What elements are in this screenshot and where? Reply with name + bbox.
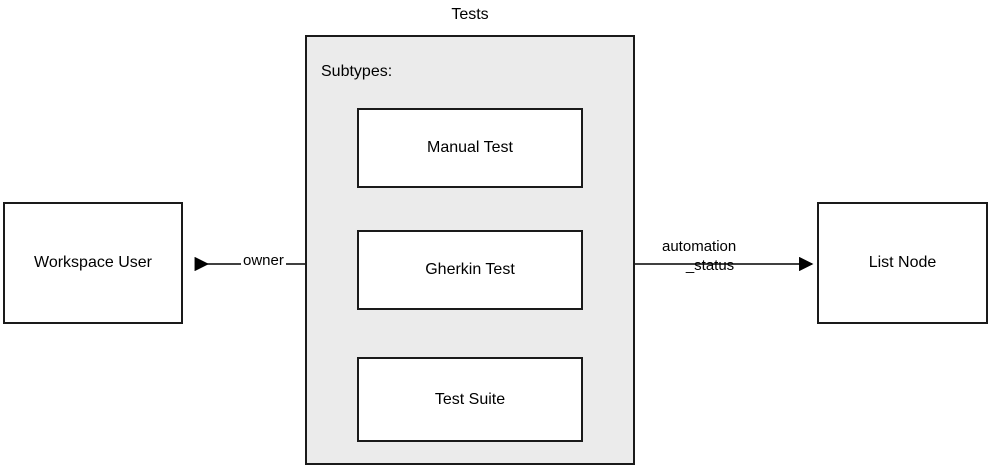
edge-label-automation-status: automation _status (660, 238, 760, 276)
node-gherkin-test-label: Gherkin Test (425, 261, 515, 279)
node-workspace-user-label: Workspace User (34, 254, 152, 272)
edge-label-automation-status-line-1: automation (662, 238, 737, 255)
page-title: Tests (451, 6, 489, 23)
node-manual-test-label: Manual Test (427, 139, 513, 157)
node-list-node-label: List Node (868, 254, 937, 272)
node-manual-test[interactable]: Manual Test (357, 108, 583, 188)
node-gherkin-test[interactable]: Gherkin Test (357, 230, 583, 310)
edge-label-owner: owner (241, 252, 286, 271)
node-workspace-user[interactable]: Workspace User (3, 202, 183, 324)
node-test-suite[interactable]: Test Suite (357, 357, 583, 442)
node-test-suite-label: Test Suite (434, 390, 506, 408)
subtypes-label: Subtypes: (321, 63, 393, 80)
edge-label-automation-status-line-2: _status (685, 256, 735, 274)
node-list-node[interactable]: List Node (817, 202, 988, 324)
